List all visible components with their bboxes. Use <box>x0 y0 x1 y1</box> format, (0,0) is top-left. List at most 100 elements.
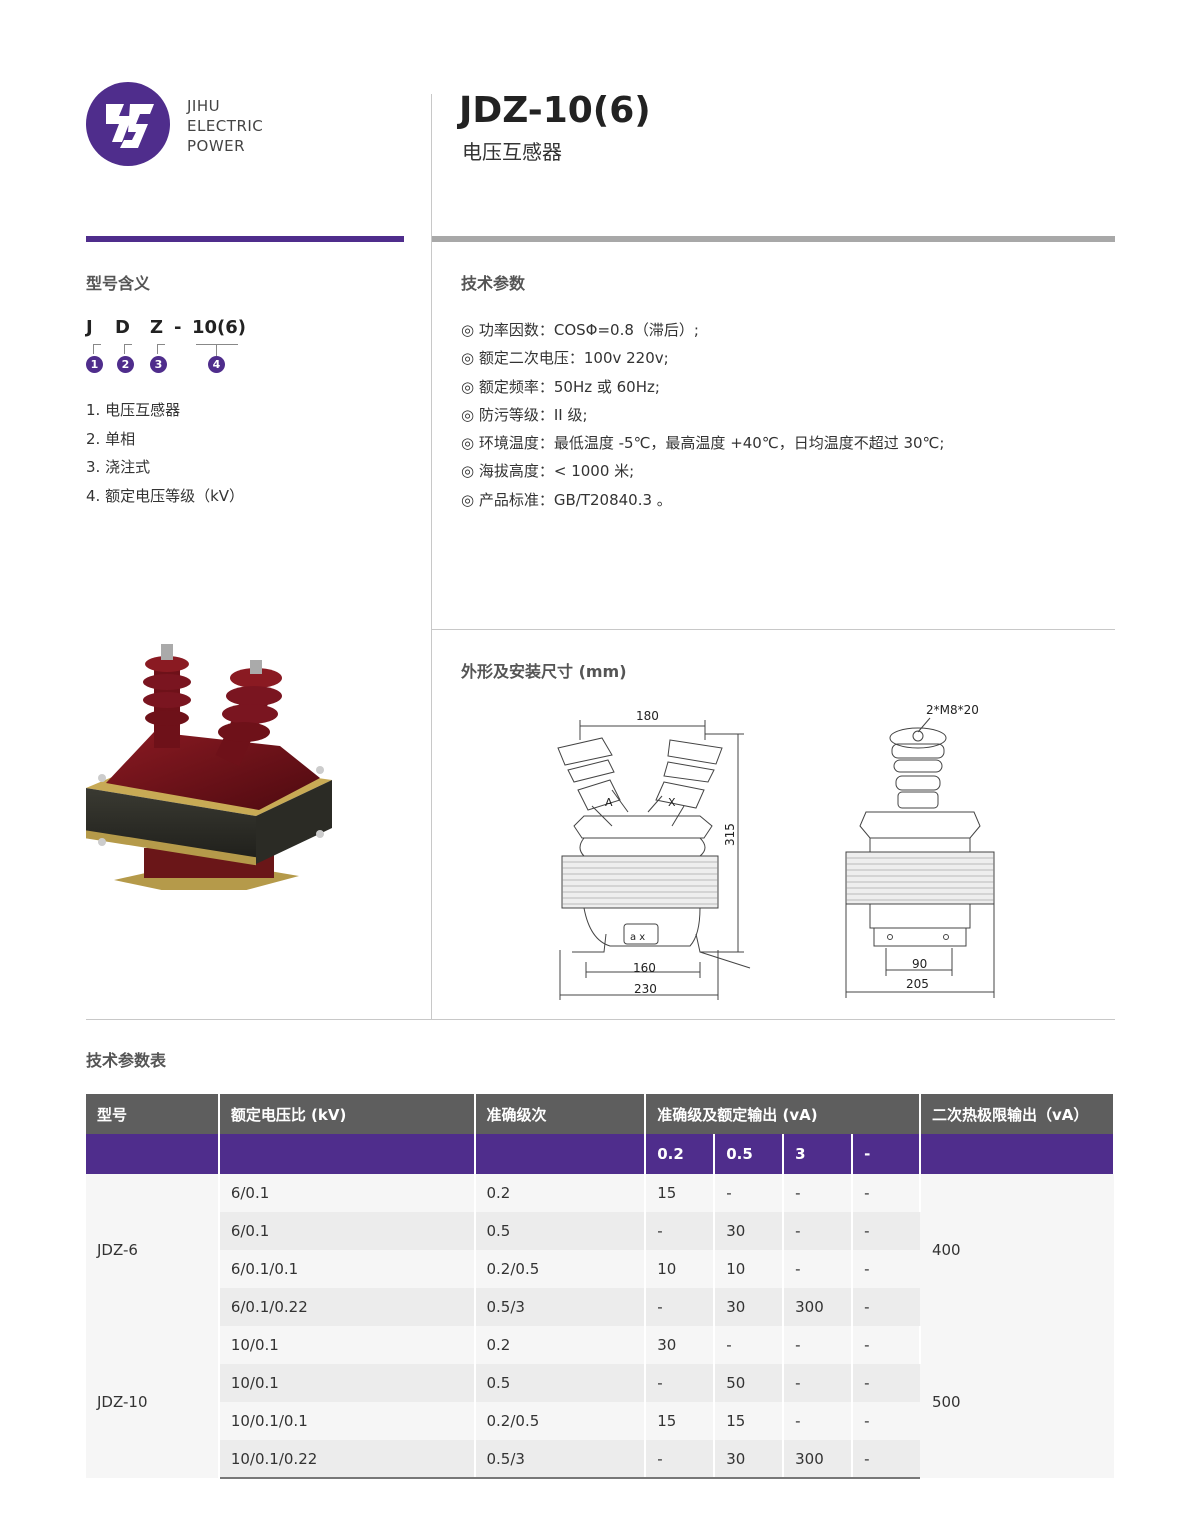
table-cell: 10 <box>714 1250 785 1288</box>
table-cell: 6/0.1 <box>218 1174 476 1212</box>
brand-line-1: JIHU <box>187 97 221 115</box>
code-dash: - <box>174 317 182 338</box>
dimension-drawing: 180 315 A X a x <box>557 703 995 1000</box>
table-cell: 0.2 <box>474 1326 647 1364</box>
code-letter-j: J <box>86 317 93 338</box>
table-cell: 0.5 <box>474 1364 647 1402</box>
list-item: 4. 额定电压等级（kV） <box>86 486 245 505</box>
terminal-label: a x <box>630 932 645 943</box>
list-item: 2. 单相 <box>86 429 136 448</box>
tech-params-list: ◎ 功率因数：COSΦ=0.8（滞后）; ◎ 额定二次电压：100v 220v;… <box>461 316 944 514</box>
label-x: X <box>668 796 676 809</box>
table-row: JDZ-10 10/0.1 0.2 30 - - - 500 <box>86 1326 1114 1478</box>
table-cell: 6/0.1/0.1 <box>218 1250 476 1288</box>
table-row: 6/0.1/0.1 0.2/0.5 10 10 - - <box>86 1250 1114 1288</box>
table-cell: 6/0.1/0.22 <box>218 1288 476 1326</box>
side-view-drawing: 2*M8*20 90 205 <box>845 703 995 998</box>
table-row: 10/0.1/0.22 0.5/3 - 30 300 - <box>86 1440 1114 1479</box>
dim-top: 180 <box>636 709 659 723</box>
table-header-row: 型号 额定电压比 (kV) 准确级次 准确级及额定输出 (vA) 二次热极限输出… <box>86 1094 1116 1134</box>
table-cell: 6/0.1 <box>218 1212 476 1250</box>
table-cell: - <box>645 1364 716 1402</box>
param-item: ◎ 功率因数：COSΦ=0.8（滞后）; <box>461 321 699 339</box>
table-cell: 30 <box>714 1212 785 1250</box>
table-cell: 15 <box>714 1402 785 1440</box>
cell-model: JDZ-10 <box>86 1326 220 1478</box>
table-cell: 10/0.1 <box>218 1326 476 1364</box>
table-cell: 10/0.1 <box>218 1364 476 1402</box>
accent-bar-left <box>86 236 404 242</box>
subheader-class: - <box>852 1134 921 1174</box>
bolt-label: 2*M8*20 <box>926 703 979 717</box>
table-cell: 15 <box>645 1174 716 1212</box>
table-cell: 10/0.1/0.1 <box>218 1402 476 1440</box>
brand-line-3: POWER <box>187 137 246 155</box>
table-cell: - <box>783 1402 854 1440</box>
brand-logo-icon <box>86 82 170 166</box>
code-letter-z: Z <box>150 317 164 338</box>
table-cell: 30 <box>714 1288 785 1326</box>
param-item: ◎ 额定频率：50Hz 或 60Hz; <box>461 377 660 396</box>
table-cell: 30 <box>645 1326 716 1364</box>
table-cell: - <box>714 1326 785 1364</box>
table-cell: 0.2 <box>474 1174 647 1212</box>
code-tick <box>93 344 101 354</box>
table-cell: - <box>645 1212 716 1250</box>
param-item: ◎ 海拔高度：< 1000 米; <box>461 462 635 481</box>
table-cell: - <box>783 1250 854 1288</box>
number-badge: 1 <box>86 356 103 373</box>
table-cell: - <box>852 1212 920 1250</box>
section-divider <box>86 1019 1115 1020</box>
cell-thermal: 400 <box>919 1174 1114 1326</box>
table-cell: - <box>852 1402 920 1440</box>
code-voltage: 10(6) <box>192 317 247 338</box>
table-cell: 0.2/0.5 <box>474 1402 647 1440</box>
brand-line-2: ELECTRIC <box>187 117 264 135</box>
model-meaning-title: 型号含义 <box>86 274 151 293</box>
table-row: 10/0.1/0.1 0.2/0.5 15 15 - - <box>86 1402 1114 1440</box>
subheader-class: 0.2 <box>645 1134 716 1174</box>
number-badge: 2 <box>117 356 134 373</box>
model-meaning-list: 1. 电压互感器 2. 单相 3. 浇注式 4. 额定电压等级（kV） <box>86 396 244 510</box>
subheader-class: 0.5 <box>714 1134 785 1174</box>
table-cell: 300 <box>783 1288 854 1326</box>
table-cell: - <box>852 1326 921 1364</box>
table-cell: - <box>852 1250 920 1288</box>
tech-params-title: 技术参数 <box>461 274 526 293</box>
code-tick <box>124 344 132 354</box>
subheader-class: 3 <box>783 1134 854 1174</box>
table-cell: 15 <box>645 1402 716 1440</box>
header-accuracy-class: 准确级次 <box>474 1094 647 1134</box>
brand-name: JIHU ELECTRIC POWER <box>187 96 263 156</box>
header-model: 型号 <box>86 1094 220 1134</box>
param-item: ◎ 环境温度：最低温度 -5℃，最高温度 +40℃，日均温度不超过 30℃; <box>461 434 945 453</box>
table-cell: 0.2/0.5 <box>474 1250 647 1288</box>
table-cell: 30 <box>714 1440 785 1479</box>
table-row: 6/0.1/0.22 0.5/3 - 30 300 - <box>86 1288 1114 1326</box>
side-dim-inner: 90 <box>912 957 927 971</box>
vertical-divider <box>431 94 432 1020</box>
code-letter-d: D <box>115 317 130 338</box>
code-tick <box>216 344 217 356</box>
header-voltage-ratio: 额定电压比 (kV) <box>218 1094 476 1134</box>
table-subheader-row: 0.2 0.5 3 - <box>86 1134 1116 1174</box>
table-row: JDZ-6 6/0.1 0.2 15 - - - 400 <box>86 1174 1114 1326</box>
cell-thermal: 500 <box>919 1326 1114 1478</box>
spec-table-title: 技术参数表 <box>86 1051 167 1070</box>
list-item: 1. 电压互感器 <box>86 401 181 419</box>
table-cell: - <box>714 1174 785 1212</box>
param-item: ◎ 产品标准：GB/T20840.3 。 <box>461 490 672 509</box>
number-badge: 4 <box>208 356 225 373</box>
table-cell: 0.5 <box>474 1212 647 1250</box>
list-item: 3. 浇注式 <box>86 458 151 476</box>
table-row: 6/0.1 0.5 - 30 - - <box>86 1212 1114 1250</box>
param-item: ◎ 防污等级：II 级; <box>461 405 588 424</box>
table-cell: - <box>783 1326 854 1364</box>
accent-bar-right <box>432 236 1115 242</box>
table-cell: 0.5/3 <box>474 1440 647 1479</box>
table-cell: - <box>852 1364 920 1402</box>
section-divider <box>432 629 1115 630</box>
table-cell: 0.5/3 <box>474 1288 647 1326</box>
table-cell: - <box>645 1288 716 1326</box>
header-rated-output: 准确级及额定输出 (vA) <box>645 1094 921 1134</box>
